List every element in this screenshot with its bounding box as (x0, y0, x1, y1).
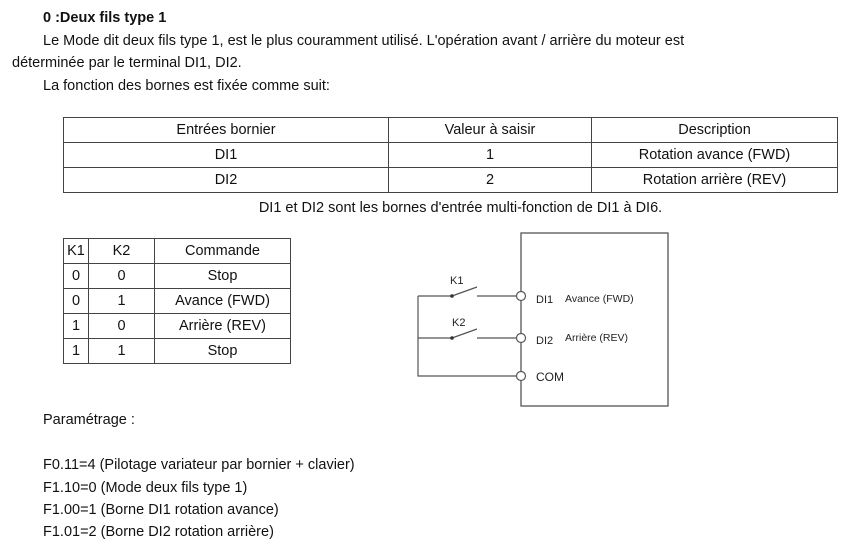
paragraph-line: déterminée par le terminal DI1, DI2. (12, 55, 242, 71)
cell: 0 (88, 263, 155, 289)
cell: 1 (88, 338, 155, 364)
paragraph-line: La fonction des bornes est fixée comme s… (43, 78, 330, 94)
header-cell: K2 (88, 238, 155, 264)
di1-desc: Avance (FWD) (565, 293, 634, 305)
setting-line: F1.10=0 (Mode deux fils type 1) (43, 480, 248, 496)
terminal-di1-icon (515, 290, 527, 302)
header-cell: Valeur à saisir (388, 117, 592, 143)
terminal-com-icon (515, 370, 527, 382)
header-cell: Entrées bornier (63, 117, 389, 143)
table-header-row: Entrées bornier Valeur à saisir Descript… (63, 117, 838, 143)
terminal-di2-icon (515, 332, 527, 344)
header-cell: Description (591, 117, 838, 143)
setting-line: F1.00=1 (Borne DI1 rotation avance) (43, 502, 279, 518)
terminal-table: Entrées bornier Valeur à saisir Descript… (63, 117, 838, 193)
paragraph-line: Le Mode dit deux fils type 1, est le plu… (43, 33, 685, 49)
setting-line: F0.11=4 (Pilotage variateur par bornier … (43, 457, 355, 473)
di2-desc: Arrière (REV) (565, 332, 628, 344)
di1-label: DI1 (536, 294, 553, 306)
cell: 0 (63, 263, 89, 289)
cell: DI2 (63, 167, 389, 193)
k1-label: K1 (450, 275, 463, 287)
switch-k2 (451, 328, 517, 339)
common-wire (417, 295, 517, 377)
table-caption: DI1 et DI2 sont les bornes d'entrée mult… (258, 200, 663, 216)
section-title: 0 :Deux fils type 1 (43, 10, 167, 26)
settings-label: Paramétrage : (43, 412, 135, 428)
wiring-diagram: K1 K2 DI1 Avance (FWD) DI2 Arrière (REV)… (417, 232, 669, 407)
drive-box (520, 232, 669, 407)
cell: 2 (388, 167, 592, 193)
cell: Avance (FWD) (154, 288, 291, 314)
switch-k1 (451, 286, 517, 297)
di2-label: DI2 (536, 335, 553, 347)
cell: 0 (88, 313, 155, 339)
k2-label: K2 (452, 317, 465, 329)
cell: 1 (388, 142, 592, 168)
com-label: COM (536, 370, 564, 384)
cell: 1 (63, 338, 89, 364)
cell: DI1 (63, 142, 389, 168)
cell: Rotation avance (FWD) (591, 142, 838, 168)
cell: Stop (154, 338, 291, 364)
cell: Rotation arrière (REV) (591, 167, 838, 193)
table-header-row: K1 K2 Commande (63, 238, 291, 264)
setting-line: F1.01=2 (Borne DI2 rotation arrière) (43, 524, 274, 540)
header-cell: Commande (154, 238, 291, 264)
header-cell: K1 (63, 238, 89, 264)
cell: Arrière (REV) (154, 313, 291, 339)
cell: 1 (88, 288, 155, 314)
cell: 1 (63, 313, 89, 339)
cell: Stop (154, 263, 291, 289)
cell: 0 (63, 288, 89, 314)
